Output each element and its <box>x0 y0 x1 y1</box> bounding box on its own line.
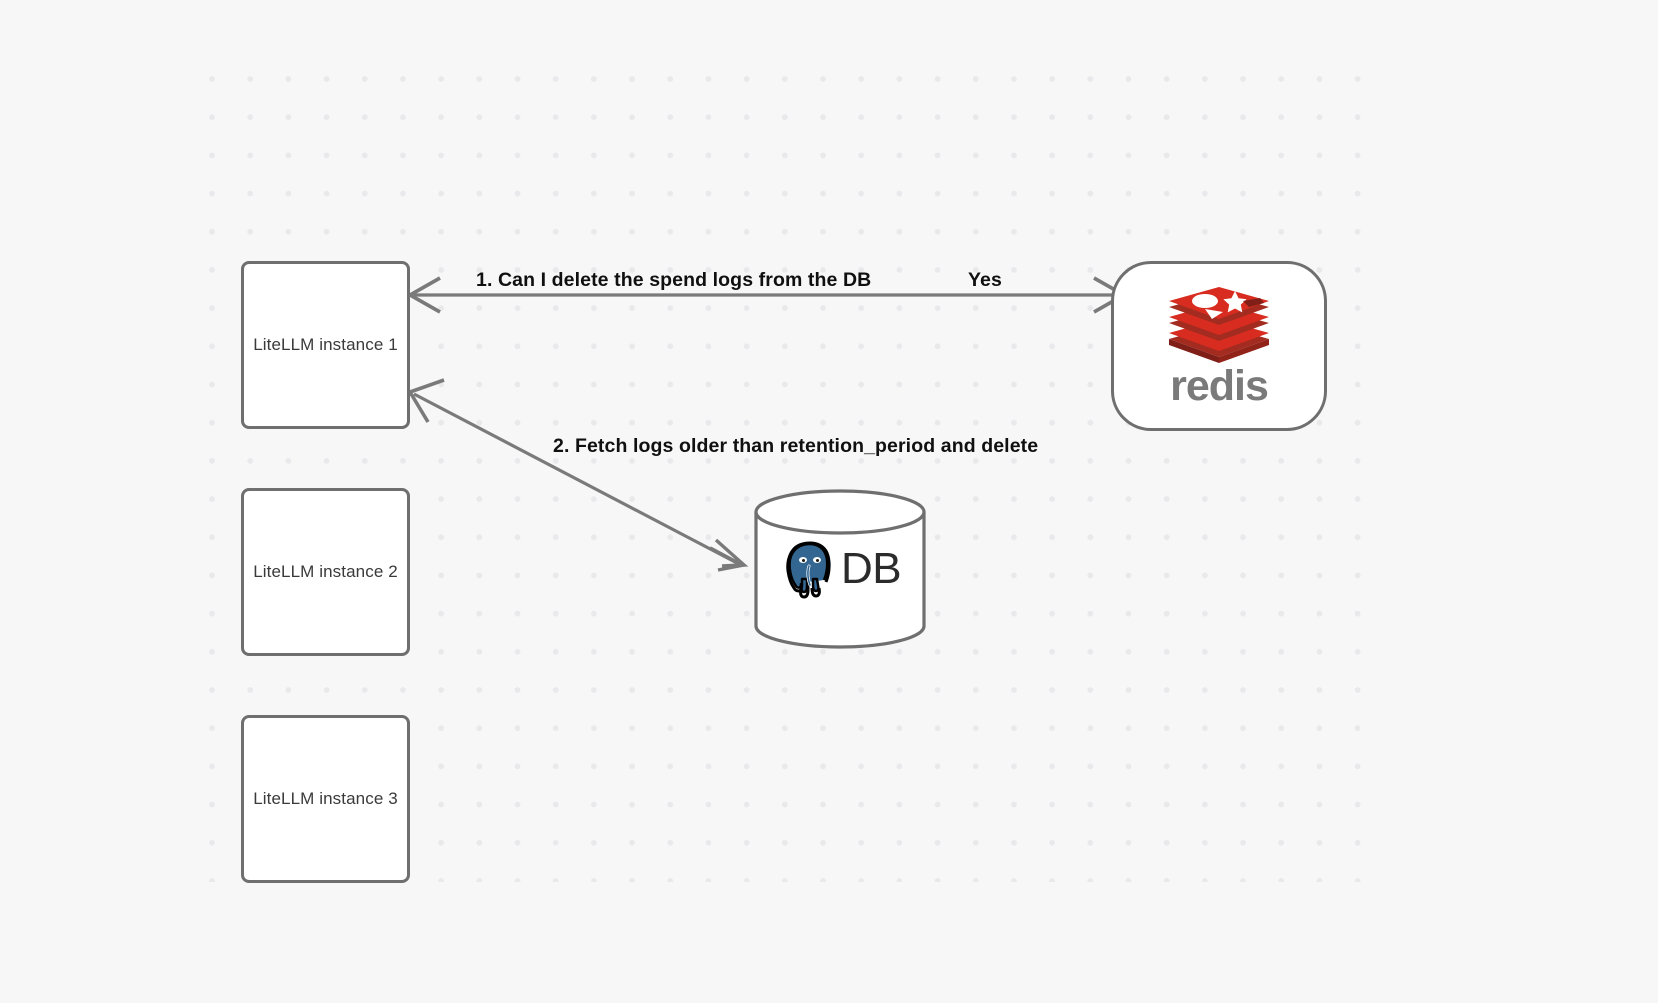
cylinder-shape <box>754 489 926 649</box>
node-label: LiteLLM instance 2 <box>253 562 398 581</box>
edge-label-step-1: 1. Can I delete the spend logs from the … <box>476 269 872 291</box>
node-litellm-instance-3[interactable]: LiteLLM instance 3 <box>241 715 410 883</box>
node-label: LiteLLM instance 3 <box>253 789 398 808</box>
edge-label-yes: Yes <box>968 269 1002 291</box>
node-litellm-instance-2[interactable]: LiteLLM instance 2 <box>241 488 410 656</box>
edge-db-to-instance1 <box>407 378 749 572</box>
node-redis[interactable]: redis <box>1111 261 1327 431</box>
node-label: LiteLLM instance 1 <box>253 335 398 354</box>
edge-label-step-2: 2. Fetch logs older than retention_perio… <box>553 435 1039 457</box>
node-db[interactable]: DB <box>753 489 927 649</box>
redis-stack-icon <box>1169 286 1269 363</box>
redis-logo: redis <box>1165 285 1273 408</box>
redis-wordmark: redis <box>1170 361 1269 410</box>
node-litellm-instance-1[interactable]: LiteLLM instance 1 <box>241 261 410 429</box>
